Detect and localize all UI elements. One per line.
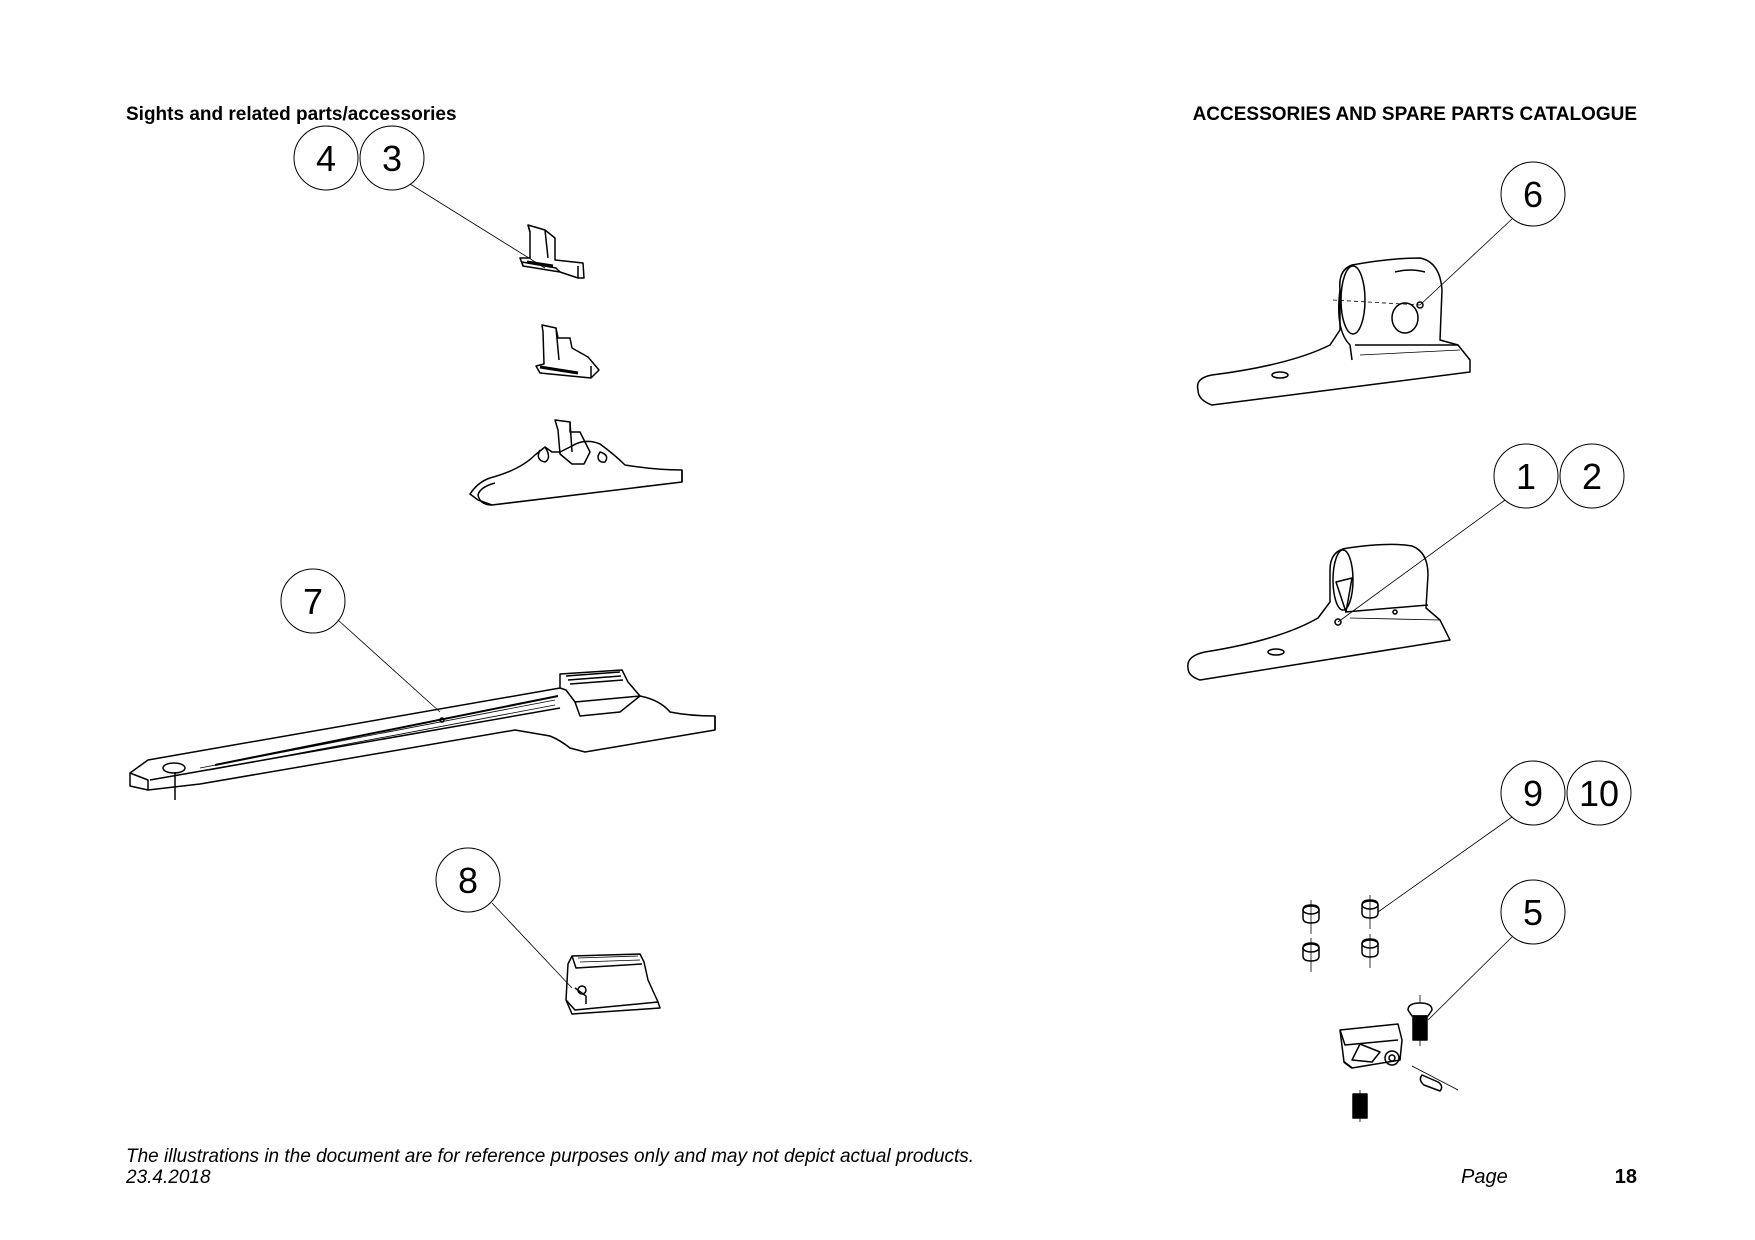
callout-3-label: 3: [382, 138, 402, 179]
page-number: 18: [1614, 1166, 1637, 1188]
callout-5-label: 5: [1523, 892, 1543, 933]
spring: [1352, 1090, 1368, 1122]
rear-sight-block: [565, 953, 661, 1015]
front-sight-blade-large: [519, 224, 585, 279]
front-sight-blade-small: [535, 324, 600, 379]
small-nut-1: [1302, 900, 1320, 934]
callout-6-label: 6: [1523, 174, 1543, 215]
small-nut-3: [1302, 938, 1320, 972]
hooded-front-sight: [1196, 257, 1471, 406]
small-nut-4: [1361, 934, 1379, 968]
callout-7: 7: [280, 568, 346, 634]
callout-7-label: 7: [303, 581, 323, 622]
callout-3: 3: [359, 125, 425, 191]
callout-6: 6: [1500, 161, 1566, 227]
front-sight-base: [469, 419, 683, 506]
callout-8-label: 8: [458, 860, 478, 901]
callout-2: 2: [1559, 443, 1625, 509]
sight-slider: [1339, 1023, 1403, 1069]
small-nut-2: [1361, 895, 1379, 929]
callout-10-label: 10: [1579, 773, 1619, 814]
section-title: Sights and related parts/accessories: [126, 104, 457, 125]
screw: [1407, 995, 1433, 1046]
page-label: Page: [1461, 1166, 1508, 1188]
callout-5: 5: [1500, 879, 1566, 945]
footer-disclaimer-block: The illustrations in the document are fo…: [126, 1146, 974, 1188]
footer-date: 23.4.2018: [126, 1167, 211, 1188]
callout-1-label: 1: [1516, 456, 1536, 497]
footer-disclaimer: The illustrations in the document are fo…: [126, 1146, 975, 1167]
hooded-front-sight-insert: [1187, 543, 1451, 681]
callout-9: 9: [1500, 760, 1566, 826]
callout-10: 10: [1566, 760, 1632, 826]
callout-4-label: 4: [316, 138, 336, 179]
callout-1: 1: [1493, 443, 1559, 509]
rear-sight-rail: [129, 669, 716, 800]
callout-8: 8: [435, 847, 501, 913]
callout-2-label: 2: [1582, 456, 1602, 497]
callout-9-label: 9: [1523, 773, 1543, 814]
catalogue-title: ACCESSORIES AND SPARE PARTS CATALOGUE: [1192, 104, 1637, 125]
pin: [1411, 1065, 1459, 1092]
callout-4: 4: [293, 125, 359, 191]
